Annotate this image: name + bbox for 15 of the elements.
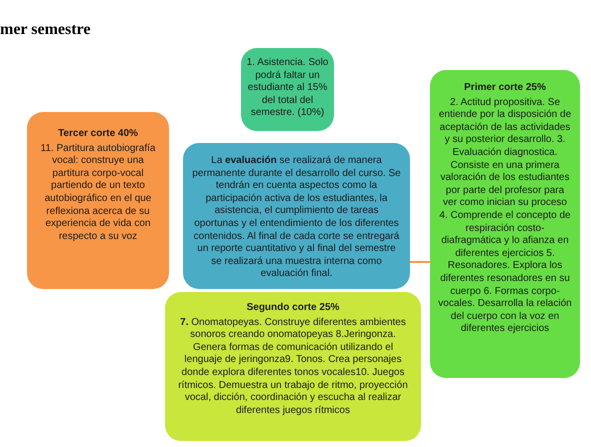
connector-line — [410, 261, 430, 263]
box-text: 7. Onomatopeyas. Construye diferentes ambientes sonoros creando onomatopeyas 8.Jeringonza. Genera formas de comunicación utilizando el lenguaje de jeringonza9. Tonos. Crea personajes donde explora diferentes tonos vocales10. Juegos rítmicos. Demuestra un trabajo de ritmo, proyección vocal, dicción, coordinación y escucha al realizar diferentes juegos rítmicos — [177, 316, 409, 418]
box-heading: Tercer corte 40% — [57, 128, 139, 141]
first-term-box — [430, 70, 580, 378]
box-heading: Segundo corte 25% — [246, 302, 340, 315]
page-title: mer semestre — [0, 20, 90, 40]
box-text: 2. Actitud propositiva. Se entiende por la disposición de aceptación de las actividades y su posterior desarrollo. 3. Evaluación diagnostica. Consiste en una primera valoración de los estudiantes por parte del profesor para ver como inician su proceso 4. Comprende el concepto de respiración costo-diafragmática y lo afianza en diferentes ejercicios 5. Resonadores. Explora los diferentes resonadores en su cuerpo 6. Formas corpo-vocales. Desarrolla la relación del cuerpo con la voz en diferentes ejercicios — [438, 96, 572, 336]
box-text: 11. Partitura autobiografía vocal: construye una partitura corpo-vocal partiendo de un texto autobiográfico en el que reflexiona acerca de su experiencia de vida con respecto a su voz — [40, 142, 156, 244]
second-term-box — [165, 292, 421, 441]
box-text: 1. Asistencia. Solo podrá faltar un estudiante al 15% del total del semestre. (10%) — [246, 57, 330, 120]
evaluation-box — [183, 143, 410, 289]
box-text: La evaluación se realizará de manera permanente durante el desarrollo del curso. Se tendrán en cuenta aspectos como la participación activa de los estudiantes, la asistencia, el cumplimiento de tareas oportunas y el entendimiento de los diferentes contenidos. Al final de cada corte se entregará un reporte cuantitativo y al final del semestre se realizará una muestra interna como evaluación final. — [191, 155, 402, 281]
box-heading: Primer corte 25% — [463, 82, 547, 95]
third-term-box — [27, 112, 169, 289]
attendance-box — [241, 48, 334, 131]
